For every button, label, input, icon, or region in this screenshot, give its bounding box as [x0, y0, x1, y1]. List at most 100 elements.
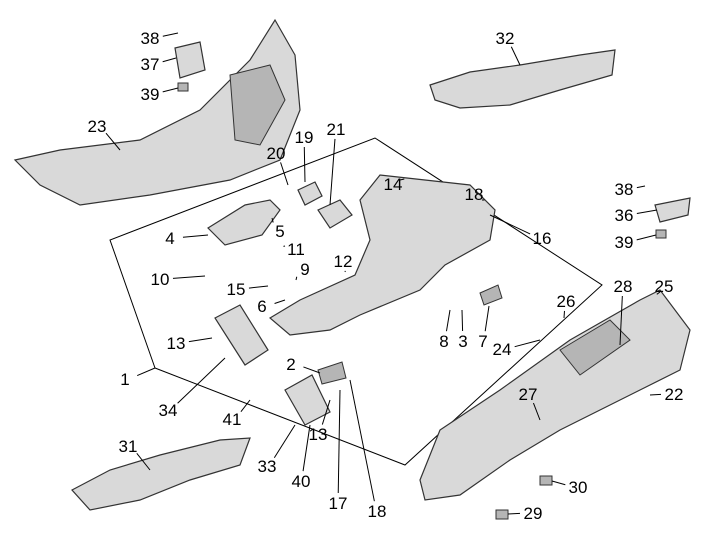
leader-line: [321, 399, 331, 425]
part-label-34: 34: [159, 401, 178, 420]
part-label-4: 4: [165, 229, 174, 248]
leader-line: [349, 379, 375, 502]
part-label-36: 36: [615, 206, 634, 225]
part-22-side-panel: [419, 289, 691, 501]
part-23-front-shield: [13, 18, 301, 206]
part-34-footplate: [214, 304, 269, 366]
leader-line: [636, 185, 646, 189]
part-label-13: 13: [167, 334, 186, 353]
leader-line: [507, 512, 521, 515]
leader-line: [329, 138, 336, 206]
leader-line: [280, 162, 289, 186]
part-label-15: 15: [227, 280, 246, 299]
part-label-23: 23: [88, 117, 107, 136]
leader-line: [489, 214, 531, 235]
leader-line: [636, 234, 657, 241]
part-label-32: 32: [496, 29, 515, 48]
leader-line: [532, 402, 541, 421]
part-21-cap: [317, 199, 353, 229]
part-label-33: 33: [258, 457, 277, 476]
part-16-floor-panel: [268, 174, 496, 336]
leader-line: [656, 291, 661, 295]
part-7-clip: [479, 284, 503, 306]
leader-line: [295, 276, 298, 281]
leader-line: [137, 367, 156, 377]
leader-line: [162, 57, 177, 63]
part-label-16: 16: [533, 229, 552, 248]
part-label-27: 27: [519, 385, 538, 404]
part-label-6: 6: [257, 297, 266, 316]
part-label-18: 18: [465, 185, 484, 204]
part-30-nut: [539, 475, 553, 486]
leader-line: [274, 299, 286, 304]
leader-line: [136, 453, 151, 471]
part-label-12: 12: [334, 252, 353, 271]
leader-line: [337, 389, 341, 494]
part-label-8: 8: [439, 332, 448, 351]
part-label-38: 38: [141, 29, 160, 48]
leader-line: [273, 424, 296, 459]
part-31-floor-mat: [71, 437, 251, 511]
part-label-38: 38: [615, 180, 634, 199]
leader-line: [188, 337, 213, 343]
part-label-3: 3: [458, 332, 467, 351]
part-label-37: 37: [141, 55, 160, 74]
part-label-20: 20: [267, 144, 286, 163]
leader-line: [514, 339, 541, 348]
part-label-31: 31: [119, 437, 138, 456]
leader-line: [162, 87, 179, 93]
part-2-bracket: [317, 361, 347, 385]
part-label-25: 25: [655, 277, 674, 296]
leader-line: [636, 209, 658, 214]
leader-line: [248, 285, 269, 289]
leader-line: [105, 132, 121, 151]
part-label-29: 29: [524, 504, 543, 523]
leader-line: [303, 146, 306, 183]
leader-line: [649, 393, 662, 396]
leader-line: [484, 305, 490, 332]
part-label-18: 18: [368, 502, 387, 521]
leader-line: [240, 399, 251, 413]
leader-lines: [105, 32, 662, 515]
leader-line: [619, 295, 623, 346]
part-label-19: 19: [295, 128, 314, 147]
part-36-bracket: [654, 197, 691, 223]
part-label-21: 21: [327, 120, 346, 139]
part-29-nut: [495, 509, 509, 520]
leader-line: [172, 275, 206, 279]
part-label-5: 5: [275, 222, 284, 241]
leader-line: [399, 178, 405, 181]
part-label-39: 39: [141, 85, 160, 104]
part-label-14: 14: [384, 175, 403, 194]
leader-line: [461, 309, 464, 332]
part-label-17: 17: [329, 494, 348, 513]
part-label-10: 10: [151, 270, 170, 289]
part-32-floor-mat: [429, 49, 616, 109]
part-4-cover: [207, 199, 281, 246]
leader-line: [162, 32, 179, 37]
part-label-2: 2: [286, 355, 295, 374]
leader-line: [182, 234, 209, 238]
part-33-footplate: [284, 374, 331, 426]
part-39-nut: [177, 82, 189, 92]
part-label-22: 22: [665, 385, 684, 404]
leader-line: [302, 424, 311, 472]
leader-line: [303, 366, 321, 374]
part-19-lid: [297, 181, 323, 206]
part-39-nut-2: [655, 229, 667, 239]
part-label-13: 13: [309, 425, 328, 444]
part-label-39: 39: [615, 233, 634, 252]
leader-line: [445, 309, 451, 332]
part-label-11: 11: [287, 240, 305, 259]
part-label-1: 1: [120, 370, 129, 389]
part-label-24: 24: [493, 340, 512, 359]
part-label-26: 26: [557, 292, 576, 311]
part-label-9: 9: [300, 260, 309, 279]
part-label-30: 30: [569, 478, 588, 497]
leader-line: [177, 357, 226, 404]
leader-line: [271, 217, 274, 223]
part-label-28: 28: [614, 277, 633, 296]
part-37-bracket: [174, 41, 206, 79]
